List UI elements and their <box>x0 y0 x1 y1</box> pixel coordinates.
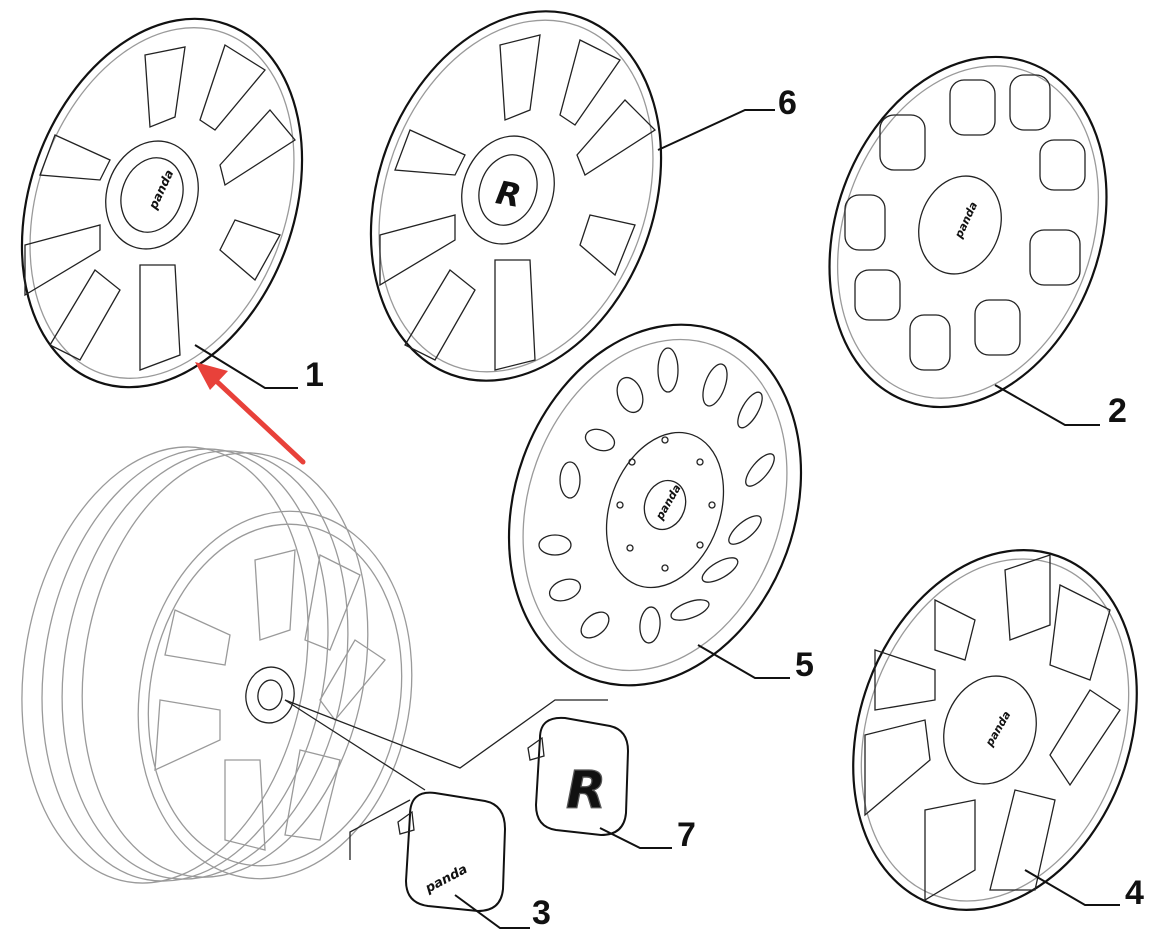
brand-mark-logo: R <box>566 761 606 821</box>
hubcap-part-1[interactable]: panda <box>0 0 351 427</box>
label-part-4: 4 <box>1125 874 1144 912</box>
label-part-7: 7 <box>677 816 696 854</box>
center-cap-part-3[interactable]: panda <box>397 791 507 913</box>
hubcap-part-5[interactable]: panda <box>460 283 850 726</box>
label-part-3: 3 <box>532 894 551 932</box>
label-part-5: 5 <box>795 646 814 684</box>
highlight-arrow <box>195 362 306 465</box>
leader-lines <box>194 109 1120 929</box>
label-part-1: 1 <box>305 356 324 394</box>
hubcap-part-6[interactable]: R <box>321 0 710 422</box>
hubcap-part-2[interactable]: panda <box>782 18 1153 447</box>
hubcap-part-4[interactable]: panda <box>805 510 1165 933</box>
label-part-6: 6 <box>778 84 797 122</box>
part-labels: 1 2 3 4 5 6 7 <box>305 84 1144 932</box>
center-cap-part-7[interactable]: R <box>527 716 630 837</box>
wheel-rim <box>21 446 413 884</box>
label-part-2: 2 <box>1108 392 1127 430</box>
